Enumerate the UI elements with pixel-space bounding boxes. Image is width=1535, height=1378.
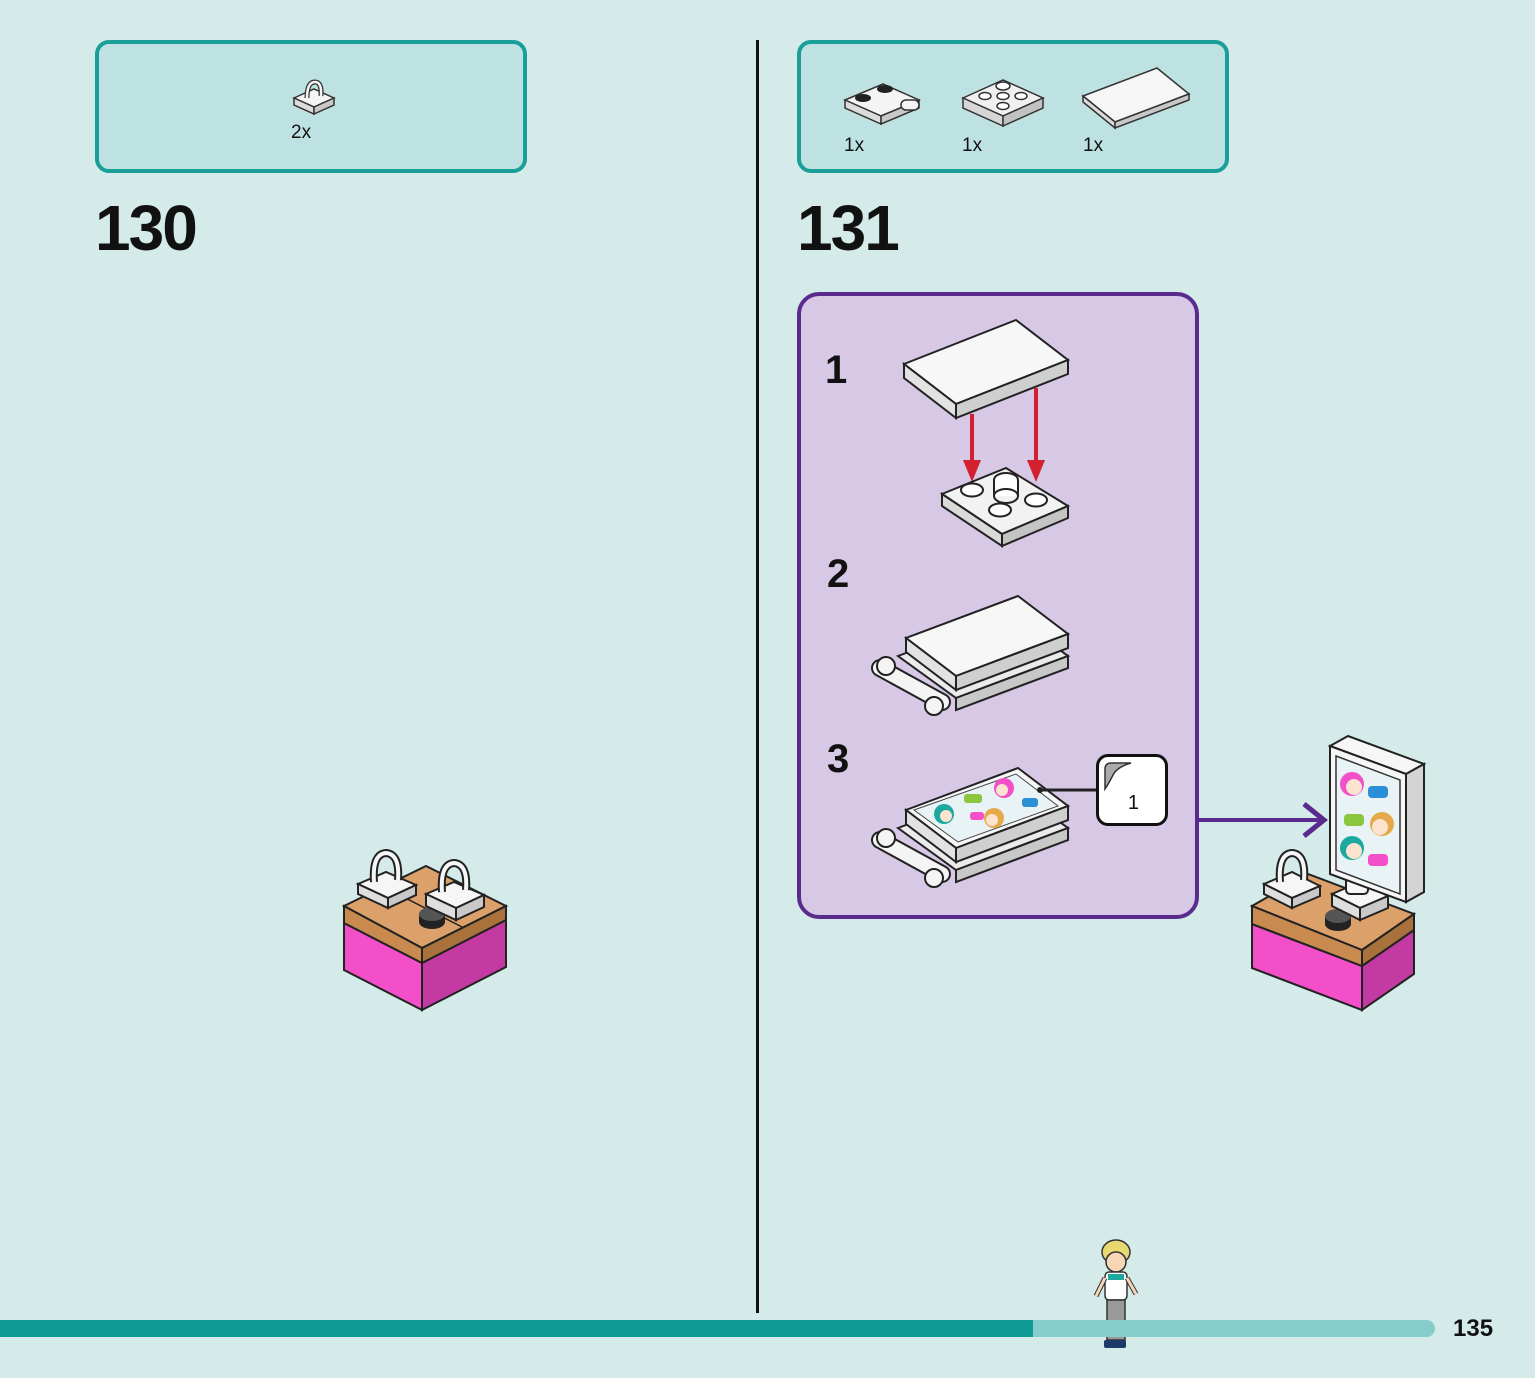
substep-2-illustration — [871, 594, 1071, 716]
model-step-130 — [341, 848, 509, 1012]
parts-list-step-130: 2x — [95, 40, 527, 173]
sticker-callout: 1 — [1096, 754, 1168, 826]
parts-list-step-131: 1x 1x 1x — [797, 40, 1229, 173]
assembly-arrow-icon — [1198, 802, 1329, 838]
progress-bar — [0, 1320, 1435, 1337]
sticker-peel-icon — [1104, 762, 1132, 792]
quantity-label: 1x — [844, 135, 865, 156]
sign-display — [1327, 734, 1427, 904]
substep-1-illustration — [901, 318, 1071, 548]
clip-left — [1261, 848, 1323, 910]
plate-with-clip-icon — [292, 79, 336, 116]
plate-2x2-inverted-icon — [961, 79, 1045, 128]
progress-bar-fill — [0, 1320, 1034, 1337]
plate-with-bar-handle-icon — [843, 83, 921, 126]
quantity-label: 1x — [962, 135, 983, 156]
tile-part — [901, 318, 1071, 421]
page-divider — [756, 40, 759, 1313]
substep-number-1: 1 — [825, 348, 848, 392]
substep-3-illustration — [871, 766, 1096, 888]
tile-part — [903, 594, 1071, 693]
substep-number-2: 2 — [827, 552, 850, 596]
quantity-label: 1x — [1083, 135, 1104, 156]
quantity-label: 2x — [291, 122, 312, 143]
model-step-131 — [1249, 734, 1427, 1012]
round-stud — [1325, 909, 1351, 931]
page-number: 135 — [1453, 1315, 1494, 1342]
decorated-tile-part — [903, 766, 1071, 865]
red-arrow-icon — [963, 388, 1045, 482]
sticker-number: 1 — [1127, 792, 1139, 814]
clip-right — [423, 858, 487, 922]
step-number-130: 130 — [95, 192, 198, 264]
clip-left — [355, 848, 419, 910]
tile-2x3-icon — [1081, 67, 1191, 130]
step-number-131: 131 — [797, 192, 900, 264]
inverted-plate-part — [939, 466, 1071, 548]
substep-number-3: 3 — [827, 737, 850, 781]
